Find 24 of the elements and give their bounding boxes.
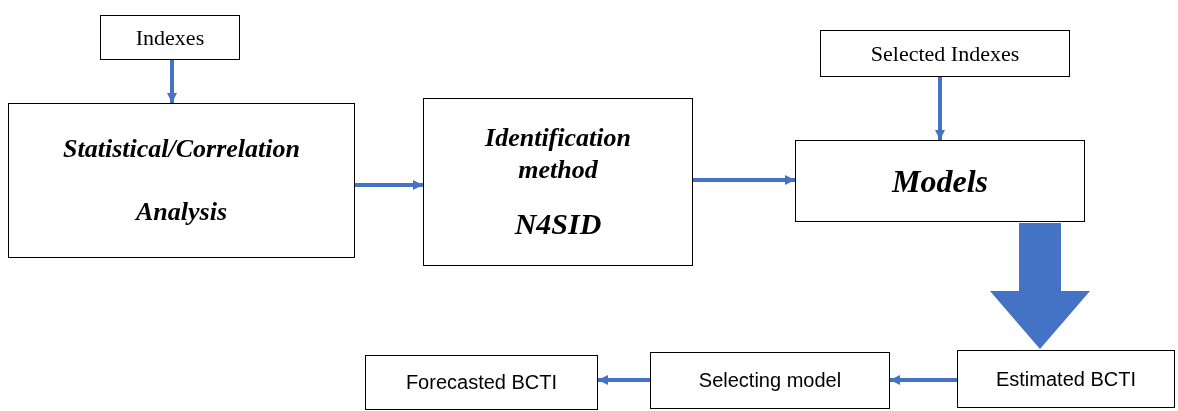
process-box: [957, 350, 1175, 408]
node-label: Models: [892, 162, 988, 201]
node-label: Selected Indexes: [870, 39, 1020, 68]
node-label: Indexes: [135, 23, 205, 52]
node-label: Selecting model: [698, 368, 842, 393]
node-label: Statistical/Correlation Analysis: [62, 133, 301, 228]
arrow: [693, 175, 795, 185]
process-box: [8, 103, 355, 258]
arrow: [990, 223, 1090, 349]
arrow: [935, 77, 945, 140]
node-label: Identification method: [483, 121, 632, 187]
process-box: [423, 98, 693, 266]
input-box: [100, 15, 240, 60]
process-box: [795, 140, 1085, 222]
arrow: [167, 60, 177, 103]
process-box: [650, 352, 890, 409]
input-box: [820, 30, 1070, 77]
node-sublabel: N4SID: [513, 205, 603, 242]
arrow: [890, 375, 957, 385]
output-box: [365, 355, 598, 410]
arrow: [355, 180, 423, 190]
arrow: [598, 375, 650, 385]
node-label: Forecasted BCTI: [405, 370, 558, 395]
node-label: Estimated BCTI: [995, 366, 1136, 392]
